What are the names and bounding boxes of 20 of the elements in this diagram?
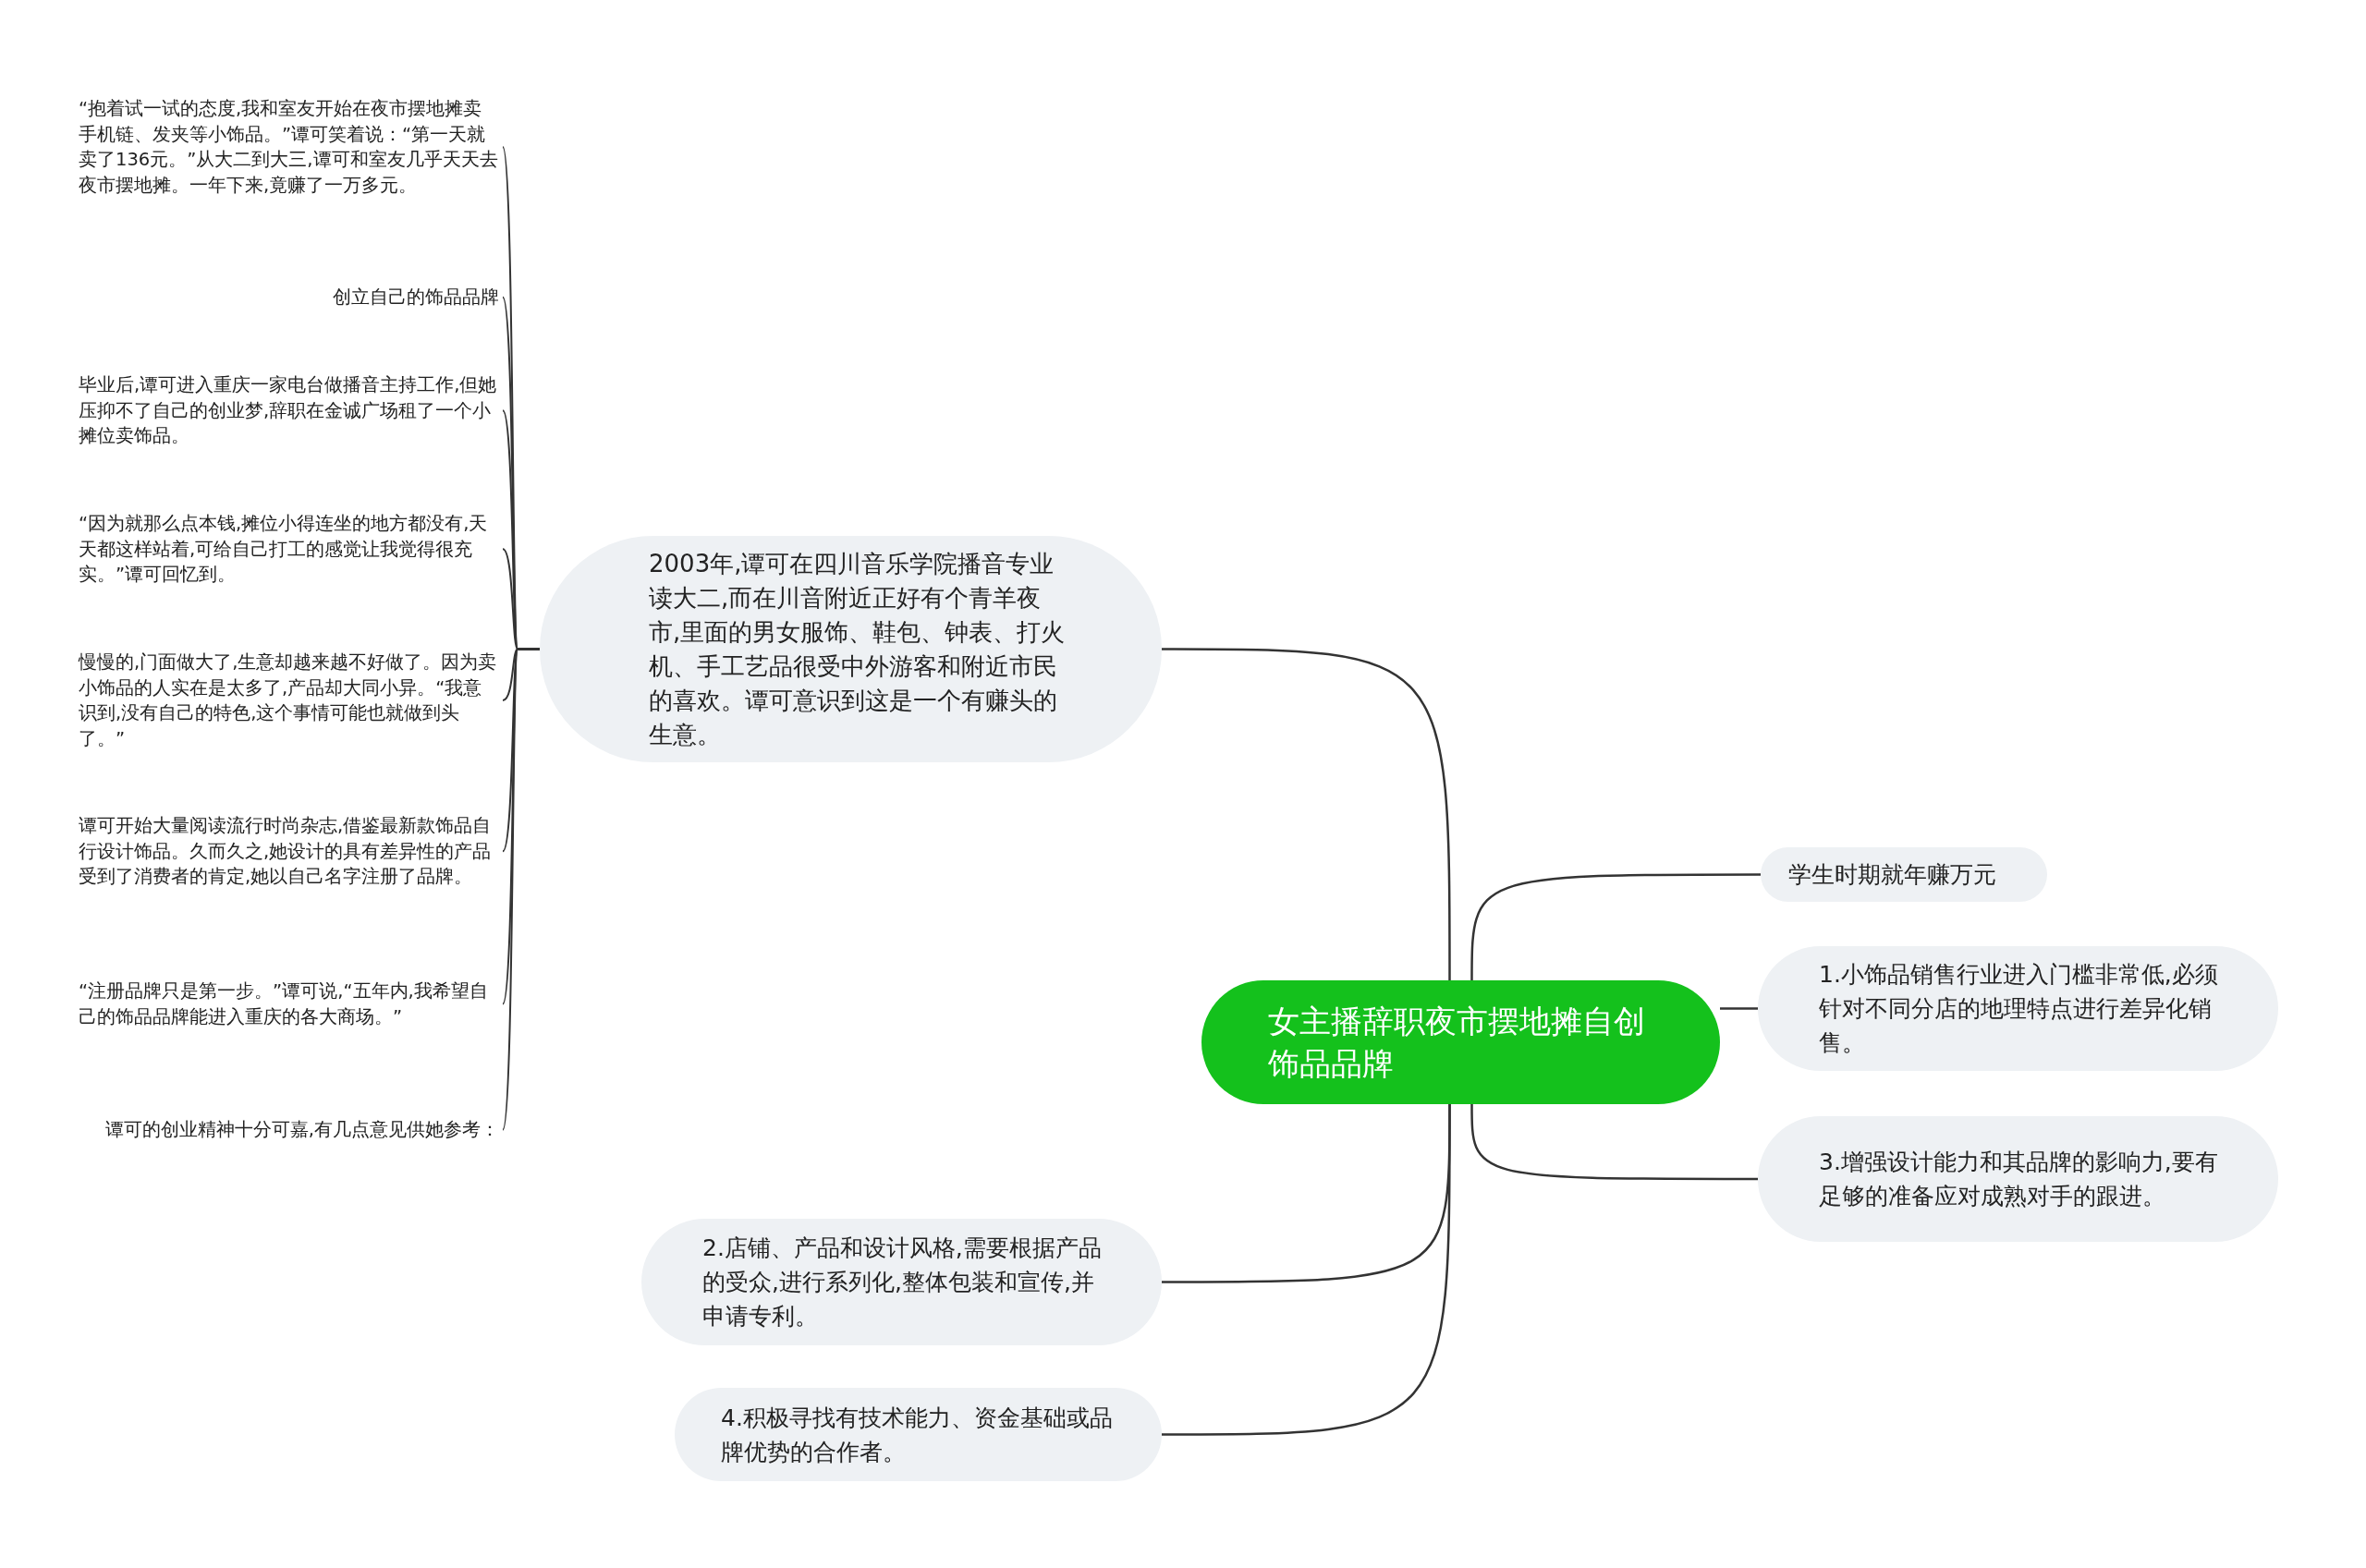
connector-line xyxy=(1162,648,1451,980)
central-topic: 女主播辞职夜市摆地摊自创饰品品牌 xyxy=(1201,980,1720,1104)
note-text: 谭可的创业精神十分可嘉,有几点意见供她参考： xyxy=(104,1117,499,1143)
topic-bubble: 2.店铺、产品和设计风格,需要根据产品的受众,进行系列化,整体包装和宣传,并申请专利。 xyxy=(641,1219,1162,1345)
topic-bubble: 4.积极寻找有技术能力、资金基础或品牌优势的合作者。 xyxy=(675,1388,1162,1481)
connector-line xyxy=(1470,873,1761,980)
note-text: 创立自己的饰品品牌 xyxy=(333,285,499,310)
topic-bubble: 1.小饰品销售行业进入门槛非常低,必须针对不同分店的地理特点进行差异化销售。 xyxy=(1758,946,2278,1071)
topic-bubble: 2003年,谭可在四川音乐学院播音专业读大二,而在川音附近正好有个青羊夜市,里面的男女服饰、鞋包、钟表、打火机、手工艺品很受中外游客和附近市民的喜欢。谭可意识到这是一个有赚头的生意。 xyxy=(540,536,1162,762)
note-text: 谭可开始大量阅读流行时尚杂志,借鉴最新款饰品自行设计饰品。久而久之,她设计的具有差异性的产品受到了消费者的肯定,她以自己名字注册了品牌。 xyxy=(79,813,499,890)
connector-line xyxy=(1470,1104,1758,1181)
note-text: 慢慢的,门面做大了,生意却越来越不好做了。因为卖小饰品的人实在是太多了,产品却大同小异。“我意识到,没有自己的特色,这个事情可能也就做到头了。” xyxy=(79,650,499,751)
note-text: “注册品牌只是第一步。”谭可说,“五年内,我希望自己的饰品品牌能进入重庆的各大商场。” xyxy=(79,978,499,1029)
note-text: 毕业后,谭可进入重庆一家电台做播音主持工作,但她压抑不了自己的创业梦,辞职在金诚广场租了一个小摊位卖饰品。 xyxy=(79,372,499,449)
connector-line xyxy=(1720,1007,1758,1010)
topic-bubble: 3.增强设计能力和其品牌的影响力,要有足够的准备应对成熟对手的跟进。 xyxy=(1758,1116,2278,1242)
note-text: “因为就那么点本钱,摊位小得连坐的地方都没有,天天都这样站着,可给自己打工的感觉让我觉得很充实。”谭可回忆到。 xyxy=(79,511,499,588)
note-text: “抱着试一试的态度,我和室友开始在夜市摆地摊卖手机链、发夹等小饰品。”谭可笑着说：“第一天就卖了136元。”从大二到大三,谭可和室友几乎天天去夜市摆地摊。一年下来,竟赚了一万多元。 xyxy=(79,96,499,198)
connector-line xyxy=(1162,1104,1451,1436)
topic-bubble: 学生时期就年赚万元 xyxy=(1761,847,2047,902)
